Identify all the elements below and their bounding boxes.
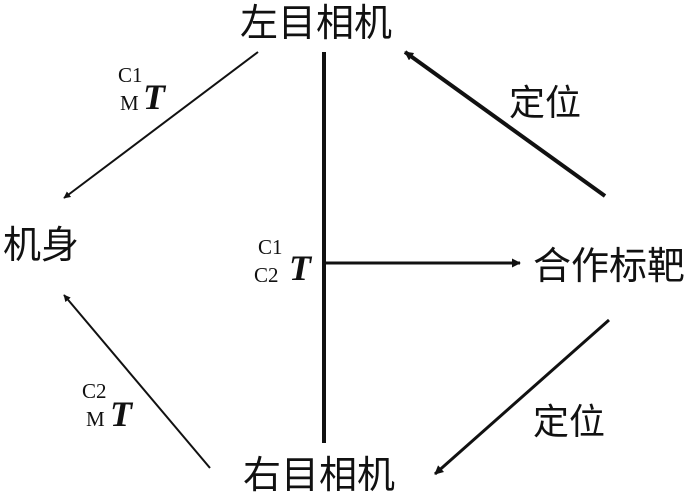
transform-c1-m-sup: C1 (118, 63, 143, 87)
transform-c1-c2-sup: C1 (258, 235, 283, 259)
locate-label-lower: 定位 (533, 402, 605, 443)
transform-c1-c2-label: C1 C2 T (254, 235, 313, 288)
locate-label-upper: 定位 (509, 83, 581, 124)
right-camera-to-body-arrow (63, 294, 211, 469)
transform-c1-m-sub: M (120, 91, 139, 115)
target-to-right-camera-arrow (434, 318, 610, 476)
right-camera-node: 右目相机 (243, 453, 395, 497)
transform-c1-c2-symbol: T (289, 248, 313, 288)
transform-c2-m-symbol: T (110, 394, 134, 434)
transform-c2-m-sup: C2 (82, 379, 107, 403)
transform-c1-m-symbol: T (143, 77, 167, 117)
transform-c2-m-sub: M (86, 407, 105, 431)
transform-c1-m-label: C1 M T (118, 63, 167, 117)
transform-c2-m-label: C2 M T (82, 379, 134, 434)
body-node: 机身 (3, 223, 79, 267)
transform-c1-c2-sub: C2 (254, 263, 279, 287)
target-node: 合作标靶 (533, 244, 685, 288)
left-camera-node: 左目相机 (240, 1, 392, 45)
target-to-left-camera-arrow (403, 50, 607, 198)
left-camera-to-body-arrow (63, 51, 259, 199)
